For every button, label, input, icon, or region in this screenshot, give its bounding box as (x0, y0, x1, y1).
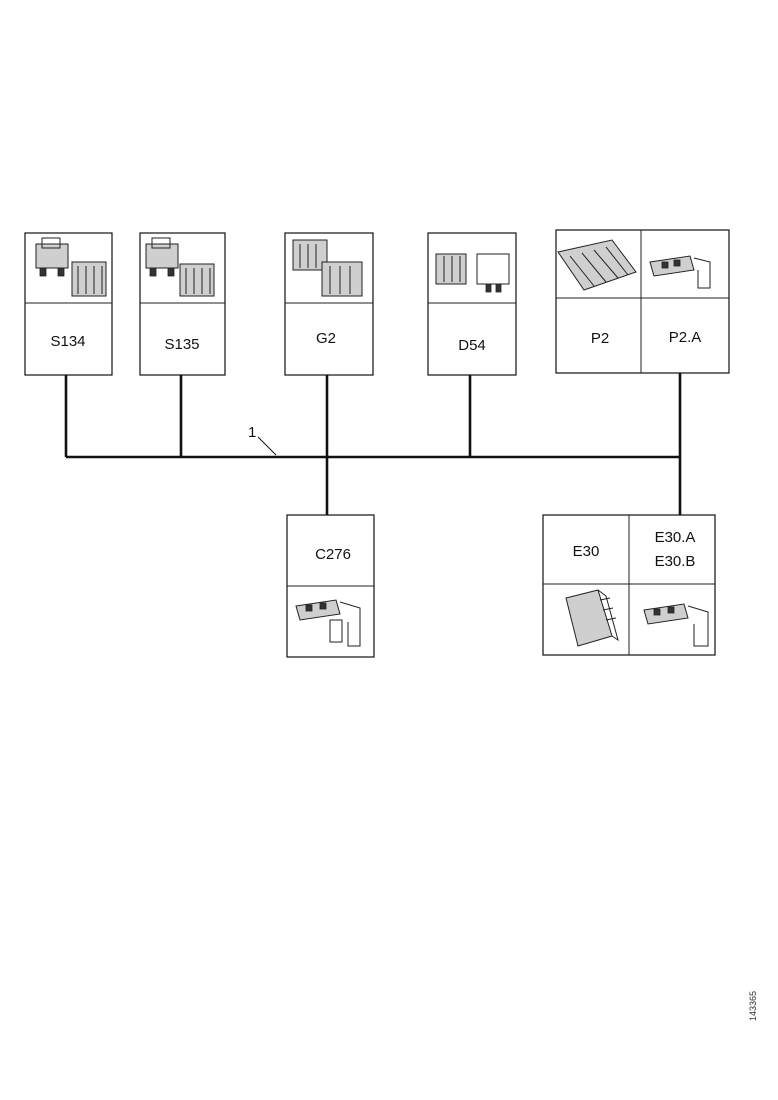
label-e30: E30 (573, 543, 600, 560)
callout-leader-line (257, 436, 277, 456)
label-s135: S135 (164, 336, 199, 353)
connector-e30: E30 E30.A E30.B (542, 514, 716, 656)
label-e30a: E30.A (655, 529, 696, 546)
label-d54: D54 (458, 337, 486, 354)
label-p2: P2 (591, 330, 609, 347)
label-e30b: E30.B (655, 553, 696, 570)
connector-housing-icon (295, 599, 361, 647)
label-s134: S134 (50, 333, 85, 350)
connector-housing-icon (649, 255, 711, 289)
connector-housing-icon (643, 603, 709, 647)
control-module-icon (565, 589, 619, 647)
connector-pair-icon (145, 237, 215, 297)
relay-icon (435, 253, 510, 293)
connector-d54: D54 (427, 232, 517, 376)
fuse-box-icon (557, 239, 637, 291)
connector-c276: C276 (286, 514, 375, 658)
harness-wires: 1 (64, 373, 682, 515)
connector-s134: S134 (24, 232, 113, 376)
label-c276: C276 (315, 546, 351, 563)
connector-p2-p2a: P2 P2.A (555, 229, 730, 374)
connector-s135: S135 (139, 232, 226, 376)
connector-pair-icon (35, 237, 107, 297)
label-g2: G2 (316, 330, 336, 347)
harness-callout: 1 (248, 424, 256, 441)
figure-reference-number: 143365 (748, 990, 758, 1021)
connector-pair-icon (292, 239, 363, 297)
connector-g2: G2 (284, 232, 374, 376)
label-p2a: P2.A (669, 329, 702, 346)
